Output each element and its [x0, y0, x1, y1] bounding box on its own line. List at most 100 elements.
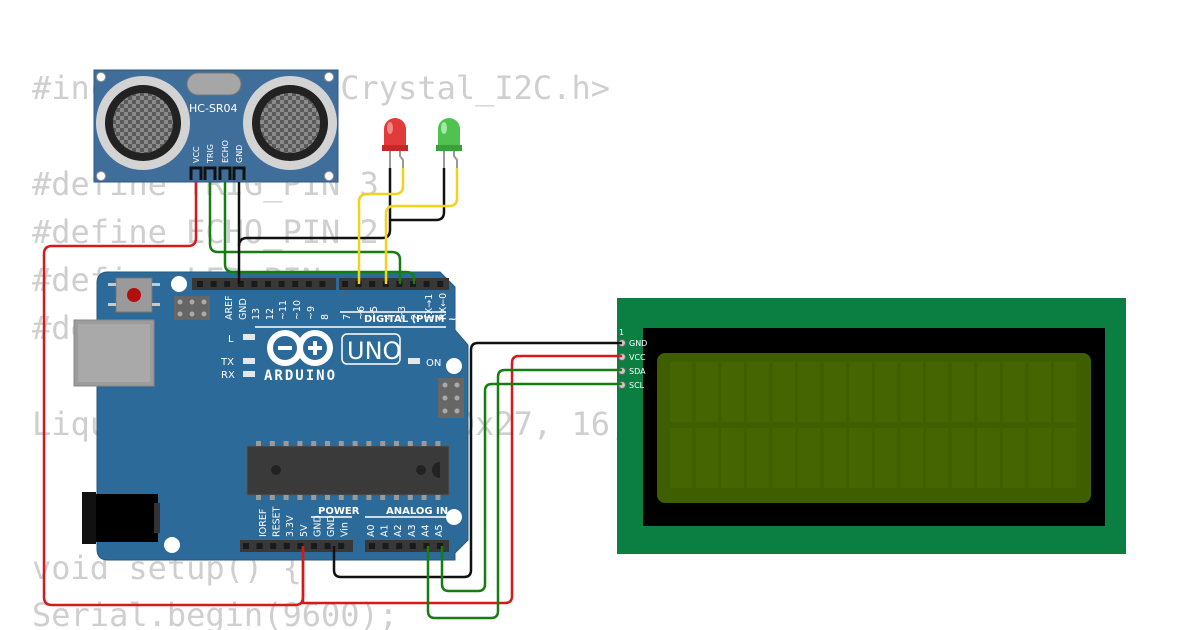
digital-pin-label: 2: [410, 314, 421, 320]
sensor-pin-label: VCC: [192, 146, 201, 163]
header-pin[interactable]: [197, 281, 203, 287]
header-pin[interactable]: [437, 543, 443, 549]
header-pin[interactable]: [369, 281, 376, 287]
sensor-pin-label: GND: [235, 145, 244, 163]
digital-pin-label: ~10: [292, 300, 303, 320]
led-rx-label: RX: [221, 370, 235, 381]
wire-sensor-trig-pin3[interactable]: [208, 182, 402, 284]
digital-pin-label: TX→1: [424, 294, 435, 321]
header-pin[interactable]: [237, 281, 244, 287]
ultrasonic-transducer-right: [243, 76, 337, 170]
header-pin[interactable]: [283, 543, 290, 549]
digital-pin-label: AREF: [224, 295, 235, 320]
header-pin[interactable]: [256, 543, 263, 549]
header-pin[interactable]: [437, 281, 444, 287]
analog-pin-label: A5: [434, 524, 445, 537]
power-jack: [82, 492, 160, 544]
lcd-character-grid: [670, 362, 1077, 488]
lcd-pin-index: 1: [619, 328, 624, 337]
digital-pin-label: GND: [238, 298, 249, 320]
header-pin[interactable]: [305, 281, 312, 287]
sensor-model-label: HC-SR04: [189, 102, 238, 115]
wire-lcd-gnd[interactable]: [332, 341, 622, 579]
wire-led-gnd[interactable]: [237, 168, 392, 247]
header-pin[interactable]: [409, 543, 416, 549]
header-pin[interactable]: [251, 281, 258, 287]
header-pin[interactable]: [423, 543, 430, 549]
header-pin[interactable]: [265, 281, 271, 287]
header-pin[interactable]: [342, 281, 348, 287]
wire-sensor-echo-pin2[interactable]: [223, 182, 416, 284]
header-pin[interactable]: [338, 543, 345, 549]
board-model: UNO: [347, 337, 401, 365]
header-pin[interactable]: [224, 281, 231, 287]
crystal-oscillator: [186, 72, 242, 96]
analog-pin-label: A2: [393, 524, 404, 537]
header-pin[interactable]: [396, 543, 403, 549]
header-pin[interactable]: [382, 543, 389, 549]
wire-green-led-pin4[interactable]: [384, 168, 459, 284]
digital-pin-label: 8: [320, 314, 331, 320]
wire-red-led-pin6[interactable]: [357, 168, 405, 284]
power-pin-label: IOREF: [258, 509, 269, 537]
header-pin[interactable]: [270, 543, 277, 549]
reset-button[interactable]: [108, 277, 160, 313]
uno-badge: [341, 333, 401, 365]
board-led-on: [408, 358, 420, 364]
sensor-pin[interactable]: [203, 166, 217, 180]
power-pin-label: 3.3V: [285, 515, 296, 537]
lcd-pin-label: VCC: [629, 353, 646, 362]
header-pin[interactable]: [423, 281, 430, 287]
mounting-hole: [446, 358, 462, 374]
header-pin[interactable]: [243, 543, 249, 549]
sensor-pin[interactable]: [232, 166, 246, 180]
sensor-pin[interactable]: [218, 166, 232, 180]
mounting-hole: [171, 276, 187, 292]
wire-green-led-gnd[interactable]: [390, 168, 446, 222]
sensor-pin[interactable]: [189, 166, 203, 180]
header-pin[interactable]: [311, 543, 317, 549]
header-pin[interactable]: [278, 281, 285, 287]
power-pin-label: 5V: [299, 524, 310, 537]
board-led-l: [243, 334, 255, 340]
analog-pin-label: A3: [407, 524, 418, 537]
digital-pin-label: 12: [265, 308, 276, 320]
wires: [42, 168, 622, 620]
header-pin[interactable]: [319, 281, 326, 287]
wire-lcd-vcc[interactable]: [301, 354, 622, 605]
analog-pin-label: A1: [380, 524, 391, 537]
digital-pin-label: RX←0: [438, 293, 449, 320]
code-line: Serial.begin(9600);: [32, 596, 398, 630]
header-pin[interactable]: [324, 543, 331, 549]
usb-connector: [73, 319, 155, 387]
wire-sensor-vcc-5v[interactable]: [42, 182, 305, 607]
green-led[interactable]: [436, 118, 462, 168]
lcd-pin-label: SDA: [629, 367, 646, 376]
analog-header-label: ANALOG IN: [386, 506, 448, 517]
digital-pin-label: 13: [251, 308, 262, 320]
lcd-pin-label: GND: [629, 339, 647, 348]
wire-lcd-scl[interactable]: [440, 382, 622, 593]
wire-lcd-sda[interactable]: [426, 368, 622, 620]
power-header-label: POWER: [318, 506, 360, 517]
led-l-label: L: [228, 334, 234, 345]
analog-pin-label: A0: [366, 524, 377, 537]
board-led-rx: [243, 371, 255, 377]
header-pin[interactable]: [292, 281, 299, 287]
microcontroller-chip: [246, 445, 450, 496]
power-pin-label: GND: [326, 515, 337, 537]
red-led[interactable]: [382, 118, 408, 168]
header-pin[interactable]: [297, 543, 304, 549]
digital-header-label: DIGITAL (PWM ~): [364, 314, 461, 325]
header-pin[interactable]: [210, 281, 217, 287]
header-pin[interactable]: [369, 543, 375, 549]
board-logo-text: ARDUINO: [264, 368, 337, 384]
power-pin-label: GND: [312, 515, 323, 537]
